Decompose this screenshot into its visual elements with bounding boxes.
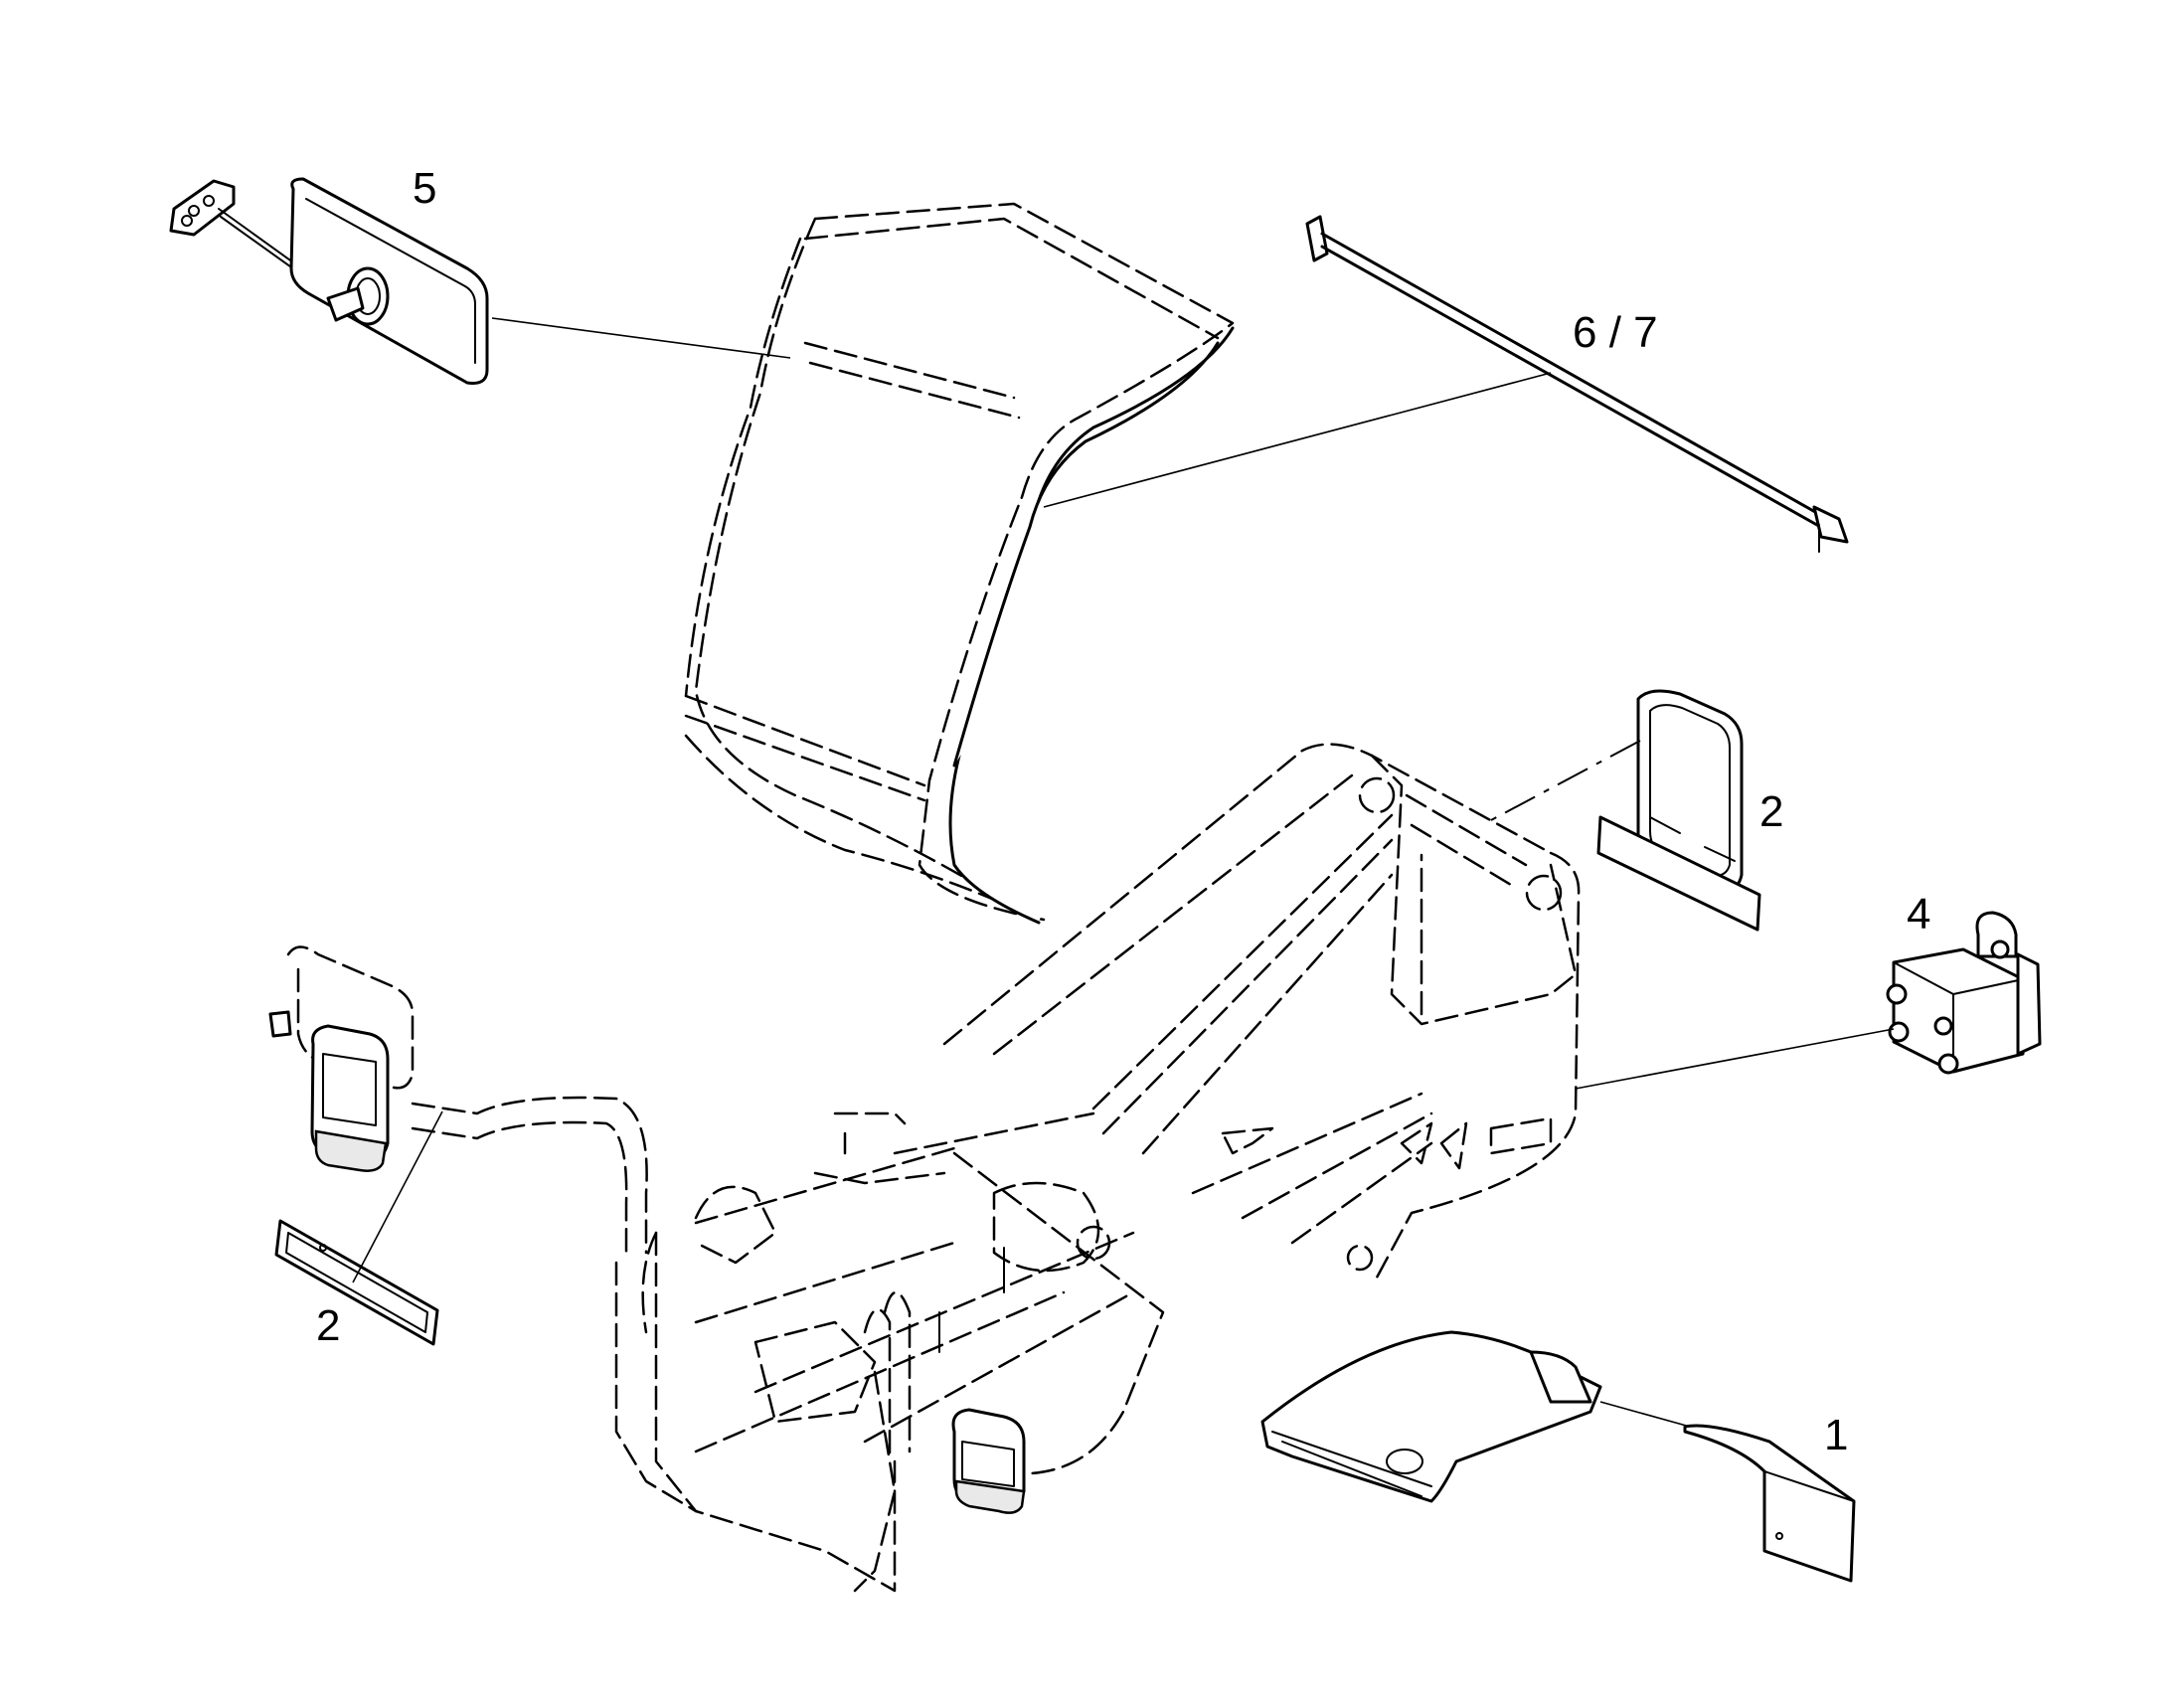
mirror-part-5 (169, 177, 489, 385)
callout-label-1: 1 (1824, 1411, 1849, 1459)
rear-window-part-2-rear (1596, 689, 1761, 932)
grab-bar-part-6-7 (1305, 215, 1849, 553)
callout-label-5: 5 (413, 164, 437, 213)
handrail (411, 1096, 912, 1463)
cab-canopy (684, 202, 1235, 925)
left-work-light (268, 945, 415, 1172)
reflector-plate-part-2-front (274, 1219, 439, 1346)
front-headlight (951, 1408, 1026, 1514)
fender-part-1 (1260, 1330, 1602, 1503)
mudflap-part-1 (1683, 1424, 1856, 1583)
callout-label-2-front: 2 (316, 1301, 341, 1350)
callout-label-6-7: 6 / 7 (1573, 308, 1658, 357)
chassis-frame (614, 743, 1581, 1593)
leader-lines (352, 317, 1895, 1428)
callout-label-4: 4 (1907, 890, 1931, 939)
switch-block-part-4 (1886, 911, 2042, 1075)
callout-label-2-rear: 2 (1759, 787, 1784, 836)
